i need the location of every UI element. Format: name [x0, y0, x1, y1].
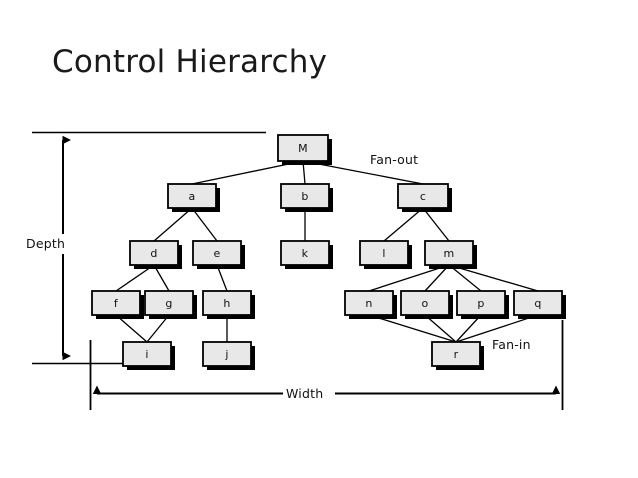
node-label-f: f	[114, 297, 119, 310]
node-label-e: e	[213, 247, 220, 260]
node-e[interactable]: e	[192, 240, 245, 269]
edge-q-r	[455, 314, 539, 343]
node-g[interactable]: g	[144, 290, 197, 319]
edge-m-q	[448, 264, 539, 292]
node-label-c: c	[420, 190, 426, 203]
node-a[interactable]: a	[167, 183, 220, 212]
node-h[interactable]: h	[202, 290, 255, 319]
node-p[interactable]: p	[456, 290, 509, 319]
node-label-n: n	[365, 297, 372, 310]
node-label-l: l	[382, 247, 385, 260]
edge-c-l	[383, 207, 424, 242]
node-label-q: q	[534, 297, 541, 310]
width-label: Width	[286, 386, 323, 401]
fan-in-label: Fan-in	[492, 337, 531, 352]
page-title: Control Hierarchy	[52, 44, 328, 80]
node-label-g: g	[165, 297, 172, 310]
node-r[interactable]: r	[431, 341, 484, 370]
node-f[interactable]: f	[91, 290, 144, 319]
node-label-r: r	[454, 348, 459, 361]
edge-d-g	[153, 264, 170, 292]
node-label-j: j	[224, 348, 228, 361]
node-label-h: h	[223, 297, 230, 310]
node-c[interactable]: c	[397, 183, 452, 212]
node-label-a: a	[188, 190, 195, 203]
node-l[interactable]: l	[359, 240, 412, 269]
node-label-i: i	[145, 348, 148, 361]
edge-c-m	[422, 207, 450, 242]
edge-d-f	[115, 264, 155, 292]
node-k[interactable]: k	[280, 240, 333, 269]
edge-o-r	[424, 314, 457, 343]
node-label-k: k	[302, 247, 309, 260]
node-j[interactable]: j	[202, 341, 255, 370]
node-i[interactable]: i	[122, 341, 175, 370]
edge-f-i	[115, 314, 148, 343]
node-q[interactable]: q	[513, 290, 566, 319]
node-o[interactable]: o	[400, 290, 453, 319]
node-d[interactable]: d	[129, 240, 182, 269]
edge-a-e	[191, 207, 218, 242]
depth-label: Depth	[26, 236, 65, 251]
edge-a-d	[153, 207, 193, 242]
width-measure-arrow: Width	[92, 384, 561, 404]
edge-m-p	[448, 264, 482, 292]
depth-measure-arrow: Depth	[23, 135, 71, 361]
node-label-m: m	[443, 247, 454, 260]
tree-nodes: M a b c d	[91, 134, 566, 370]
node-b[interactable]: b	[280, 183, 333, 212]
edge-n-r	[368, 314, 457, 343]
node-n[interactable]: n	[344, 290, 397, 319]
node-M[interactable]: M	[277, 134, 332, 165]
edge-m-n	[368, 264, 450, 292]
edge-p-r	[455, 314, 482, 343]
node-m[interactable]: m	[424, 240, 477, 269]
edge-g-i	[146, 314, 170, 343]
node-label-M: M	[298, 142, 308, 155]
edge-e-h	[216, 264, 228, 292]
node-label-p: p	[477, 297, 484, 310]
edge-m-o	[424, 264, 450, 292]
measurement-guides	[32, 131, 564, 410]
node-label-b: b	[301, 190, 308, 203]
node-label-o: o	[421, 297, 428, 310]
fan-out-label: Fan-out	[370, 152, 418, 167]
node-label-d: d	[150, 247, 157, 260]
